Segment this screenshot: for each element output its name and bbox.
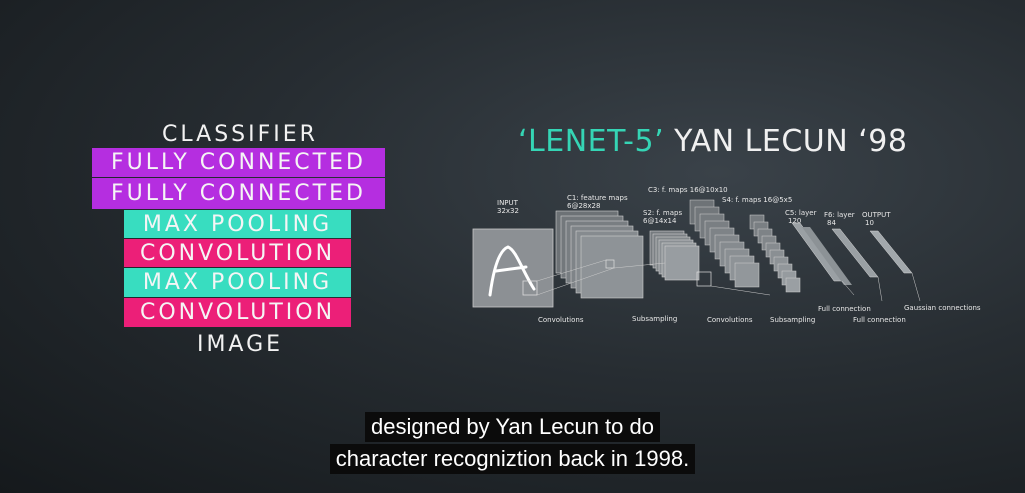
image-label: IMAGE [196,332,284,357]
convolutions-label-2: Convolutions [707,316,753,324]
gaussian-connections-label: Gaussian connections [904,304,981,312]
f6-size-label: 84 [827,219,836,227]
convolution-block-2: CONVOLUTION [124,298,351,327]
output-label: OUTPUT [862,211,891,219]
lenet-title-accent: ‘LENET-5’ [518,124,665,159]
c5-size-label: 120 [788,217,801,225]
c1-receptive-field [605,259,615,269]
input-receptive-field [522,280,538,296]
conv1-connector [536,259,607,282]
c5-layer-face [802,227,852,285]
max-pooling-block-2: MAX POOLING [124,268,351,297]
lenet-title-rest: YAN LECUN ‘98 [664,124,908,159]
full-connection-2 [877,276,883,302]
full-connection-label-2: Full connection [853,316,906,324]
conv1-connector-2 [536,267,615,296]
f6-label: F6: layer [824,211,855,219]
subtitle-line-2: character recogniztion back in 1998. [329,444,696,474]
max-pooling-block-1: MAX POOLING [124,210,351,238]
lenet-title: ‘LENET-5’ YAN LECUN ‘98 [518,124,907,159]
subsampling-label-1: Subsampling [632,315,677,323]
c3-label: C3: f. maps 16@10x10 [648,186,728,194]
input-label: INPUT [497,199,519,207]
c3-receptive-field [696,271,712,287]
lenet-architecture-diagram: INPUT 32x32 C1: feature maps 6@28x28 C3:… [472,186,981,324]
conv2-connector [710,285,771,296]
full-connection-1 [841,280,855,296]
s2-feature-maps [649,230,700,281]
fully-connected-block-2: FULLY CONNECTED [92,178,385,209]
subsample1-connector [613,262,666,269]
s4-label: S4: f. maps 16@5x5 [722,196,792,204]
c1-size-label: 6@28x28 [567,202,600,210]
output-size-label: 10 [865,219,874,227]
c1-feature-maps [555,210,644,299]
input-size-label: 32x32 [497,207,519,215]
s4-feature-maps [749,214,801,293]
c5-label: C5: layer [785,209,817,217]
classifier-label: CLASSIFIER [162,122,318,147]
subtitles: designed by Yan Lecun to do character re… [0,412,1025,476]
fully-connected-block-1: FULLY CONNECTED [92,148,385,177]
s2-size-label: 6@14x14 [643,217,677,225]
full-connection-label-1: Full connection [818,305,871,313]
c3-feature-maps [689,199,760,288]
convolutions-label-1: Convolutions [538,316,584,324]
subtitle-line-1: designed by Yan Lecun to do [365,412,660,442]
convolution-block-1: CONVOLUTION [124,239,351,267]
gaussian-connection [911,272,921,302]
c1-label: C1: feature maps [567,194,628,202]
subsampling-label-2: Subsampling [770,316,815,324]
input-letter-a [488,245,536,297]
s2-label: S2: f. maps [643,209,682,217]
output-layer [869,230,913,274]
